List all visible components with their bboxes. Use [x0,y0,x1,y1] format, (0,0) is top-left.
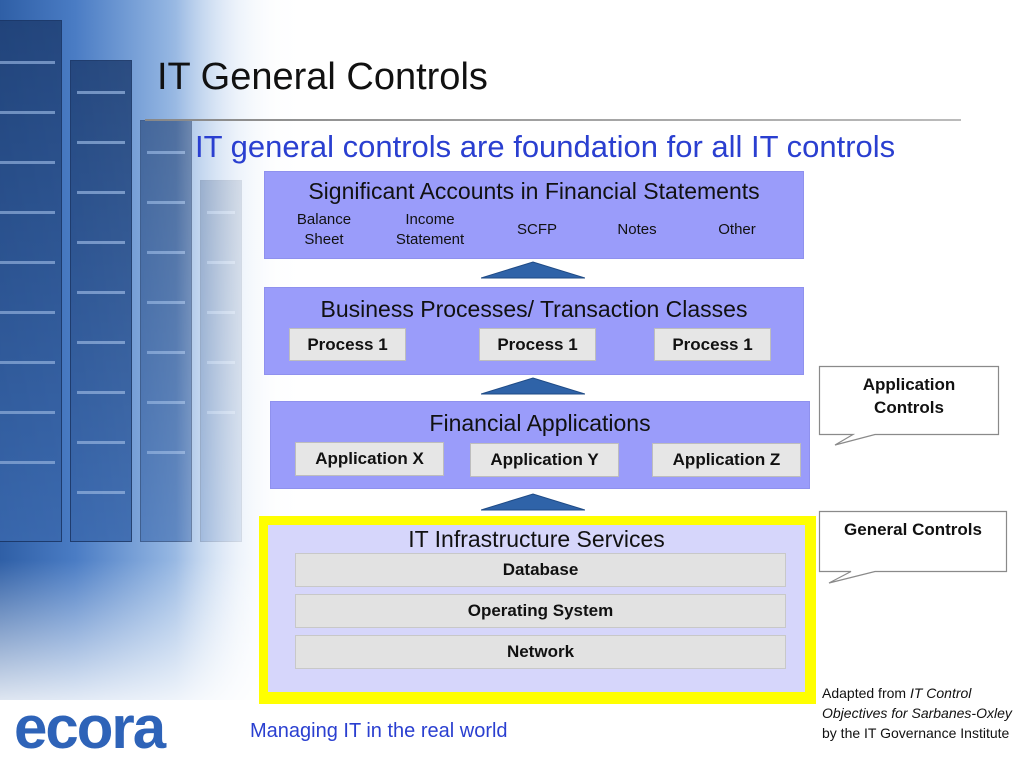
account-item-line1: Income [405,211,455,228]
account-item: Other [695,220,779,240]
account-item: Income Statement [380,210,480,250]
application-controls-label: Application Controls [820,373,998,419]
citation-title: IT Control Objectives for Sarbanes-Oxley [822,685,1012,721]
account-item-line1: Notes [617,221,657,238]
account-item-line2: Sheet [304,231,344,248]
citation-suffix: by the IT Governance Institute [822,725,1010,741]
processes-header: Business Processes/ Transaction Classes [320,296,748,322]
account-item: Balance Sheet [279,210,369,250]
infrastructure-layer-operating-system: Operating System [295,594,786,628]
accounts-box: Significant Accounts in Financial Statem… [264,171,804,259]
application-chip: Application Y [470,443,619,477]
application-controls-line1: Application [862,375,956,394]
applications-box: Financial Applications Application X App… [270,401,810,489]
process-chip: Process 1 [654,328,771,361]
infrastructure-header: IT Infrastructure Services [408,526,665,552]
citation-prefix: Adapted from [822,685,910,701]
up-arrow-icon [481,493,585,511]
account-item-line1: SCFP [516,221,557,238]
source-citation: Adapted from IT Control Objectives for S… [822,683,1018,743]
process-chip: Process 1 [289,328,406,361]
ecora-logo: ecora [14,694,166,761]
infrastructure-layer-database: Database [295,553,786,587]
application-controls-line2: Controls [874,398,944,417]
account-item: Notes [595,220,679,240]
slide-subtitle: IT general controls are foundation for a… [195,129,896,164]
title-divider [145,119,961,121]
account-item: SCFP [495,220,579,240]
slide-title: IT General Controls [157,56,488,98]
processes-box: Business Processes/ Transaction Classes … [264,287,804,375]
process-chip: Process 1 [479,328,596,361]
infrastructure-layer-network: Network [295,635,786,669]
application-chip: Application X [295,442,444,476]
account-item-line1: Balance [296,211,352,228]
account-item-line1: Other [718,221,756,238]
tagline: Managing IT in the real world [250,720,508,742]
accounts-header: Significant Accounts in Financial Statem… [308,178,760,204]
account-item-line2: Statement [395,231,465,248]
general-controls-callout [818,510,1008,584]
general-controls-label: General Controls [844,520,982,539]
up-arrow-icon [481,377,585,395]
application-chip: Application Z [652,443,801,477]
up-arrow-icon [481,261,585,279]
applications-header: Financial Applications [429,410,651,436]
application-controls-callout [818,365,1000,446]
